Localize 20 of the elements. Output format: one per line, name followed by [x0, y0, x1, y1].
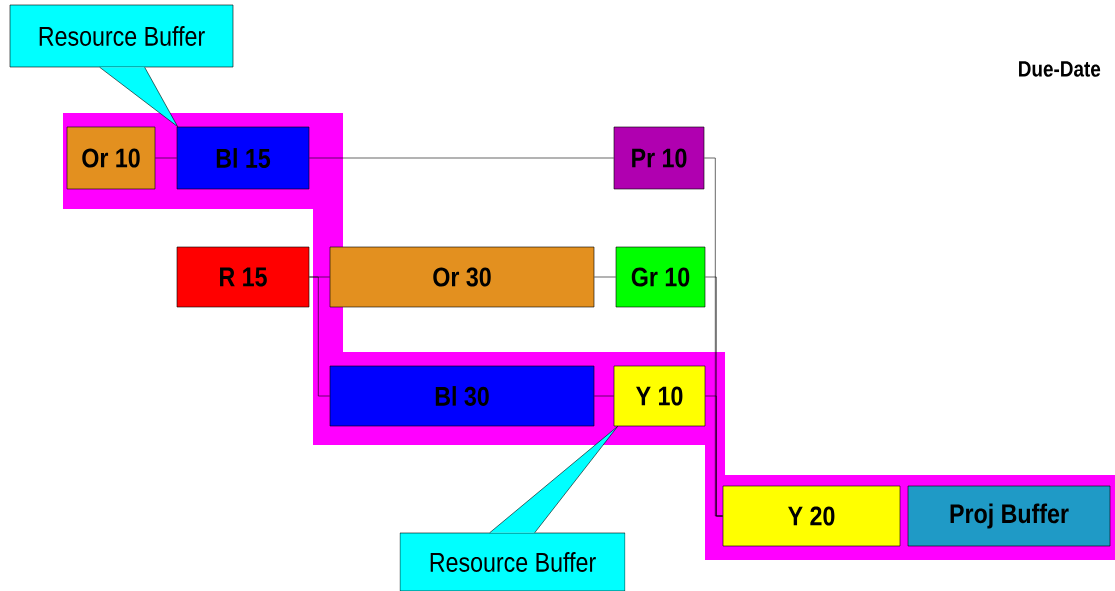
task-box: R 15	[176, 246, 310, 308]
connector-line	[155, 157, 177, 159]
task-box: Or 30	[329, 246, 595, 308]
connector-line	[309, 276, 330, 397]
connector-line	[594, 276, 616, 278]
callout-box: Resource Buffer	[399, 532, 626, 591]
task-box: Bl 30	[329, 365, 595, 427]
task-box: Y 20	[722, 485, 901, 547]
task-box: Bl 15	[176, 126, 310, 190]
task-box: Gr 10	[615, 246, 706, 308]
task-box: Y 10	[613, 365, 706, 427]
date-label: Due-Date	[1019, 61, 1101, 77]
task-box: Or 10	[66, 126, 156, 190]
buffer-box: Proj Buffer	[907, 485, 1111, 547]
callout-pointer	[489, 426, 618, 533]
connector-line	[309, 157, 614, 159]
connector-line	[594, 395, 614, 397]
connector-line	[705, 395, 723, 517]
task-box: Pr 10	[613, 126, 705, 190]
callout-pointer	[99, 67, 178, 127]
